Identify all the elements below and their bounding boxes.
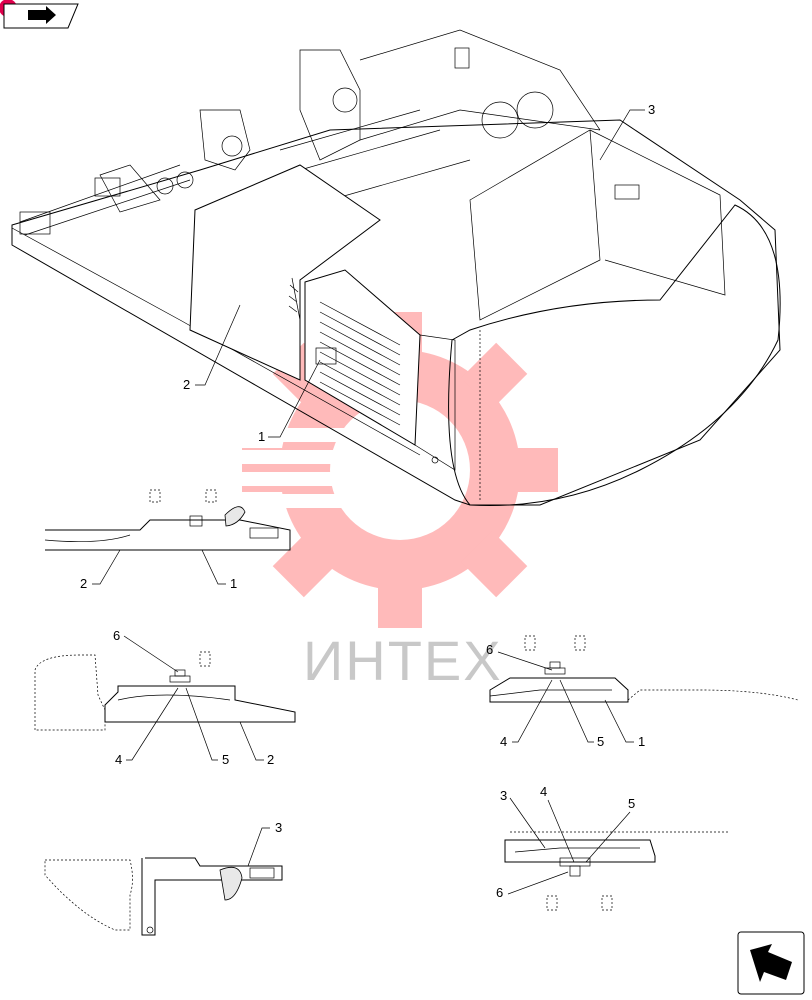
detail-a-callout-1: 1: [230, 576, 237, 591]
detail-e-callout-5: 5: [628, 796, 635, 811]
detail-b: 6 4 5 2: [34, 628, 296, 767]
detail-c: 6 4 5 1: [486, 635, 799, 749]
detail-b-callout-5: 5: [222, 752, 229, 767]
navigate-forward-icon[interactable]: [0, 0, 79, 29]
detail-b-callout-4: 4: [115, 752, 122, 767]
detail-d-callout-3: 3: [275, 820, 282, 835]
grille-slots: [319, 301, 401, 426]
detail-e: 3 4 5 6: [496, 784, 730, 911]
watermark-text: ИНТЕХ: [303, 629, 503, 692]
main-machine-view: [11, 29, 781, 507]
detail-b-callout-6: 6: [113, 628, 120, 643]
detail-d: 3: [44, 820, 283, 936]
callout-1: 1: [258, 429, 265, 444]
callout-3: 3: [648, 102, 655, 117]
detail-a: 2 1: [44, 489, 291, 591]
detail-e-callout-3: 3: [500, 788, 507, 803]
detail-c-callout-1: 1: [638, 734, 645, 749]
detail-c-callout-5: 5: [597, 734, 604, 749]
detail-c-callout-4: 4: [500, 734, 507, 749]
main-callouts: 3 2 1: [183, 102, 655, 444]
detail-e-callout-4: 4: [540, 784, 547, 799]
detail-c-callout-6: 6: [486, 642, 493, 657]
detail-a-callout-2: 2: [80, 576, 87, 591]
detail-e-callout-6: 6: [496, 885, 503, 900]
navigate-return-icon[interactable]: [737, 931, 805, 995]
detail-b-callout-2: 2: [267, 752, 274, 767]
callout-2: 2: [183, 377, 190, 392]
